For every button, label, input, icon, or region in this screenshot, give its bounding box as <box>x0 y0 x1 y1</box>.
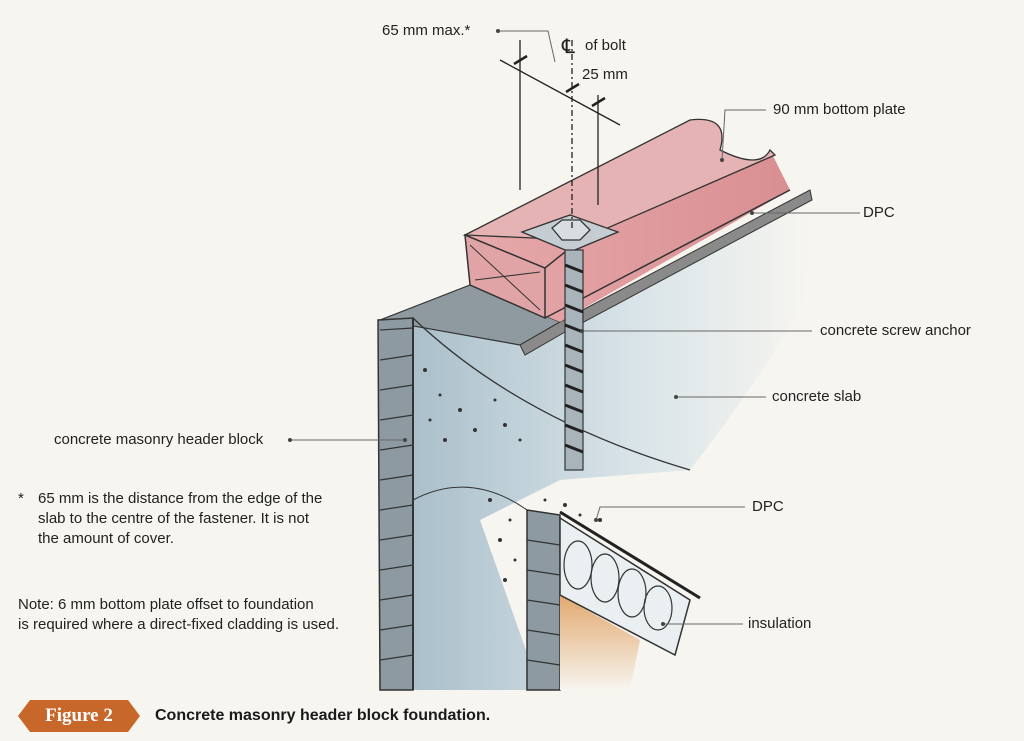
footnote: * 65 mm is the distance from the edge of… <box>18 489 358 549</box>
dpc-lower <box>559 510 701 600</box>
aggregate-speckles <box>423 368 602 582</box>
label-of-bolt: of bolt <box>585 37 626 54</box>
insulation-layer <box>559 516 691 657</box>
label-offset: 25 mm <box>582 66 628 83</box>
inner-masonry-block <box>526 509 561 691</box>
label-slab: concrete slab <box>772 388 862 405</box>
footnote-line-3: the amount of cover. <box>38 530 174 547</box>
ground-fill <box>560 595 640 690</box>
dimension-lines <box>499 40 621 230</box>
label-insulation: insulation <box>748 615 812 632</box>
centreline-symbol: ℄ <box>562 36 575 58</box>
label-header-block: concrete masonry header block <box>54 431 264 448</box>
plate-offset-note: Note: 6 mm bottom plate offset to founda… <box>18 595 378 635</box>
note-line-1: Note: 6 mm bottom plate offset to founda… <box>18 596 314 613</box>
bottom-plate <box>462 118 791 322</box>
label-dpc-bottom: DPC <box>752 498 784 515</box>
label-screw-anchor: concrete screw anchor <box>820 322 971 339</box>
label-max-distance: 65 mm max.* <box>382 22 471 39</box>
label-dpc-top: DPC <box>863 204 895 221</box>
screw-anchor <box>564 249 584 471</box>
slab-edge-line <box>412 317 691 471</box>
bolt-head <box>520 214 620 253</box>
figure-badge: Figure 2 <box>18 700 140 732</box>
footnote-line-2: slab to the centre of the fastener. It i… <box>38 510 309 527</box>
masonry-header-block <box>377 317 414 691</box>
label-bottom-plate: 90 mm bottom plate <box>773 101 906 118</box>
footnote-marker: * <box>18 490 24 507</box>
leader-lines <box>290 30 860 625</box>
note-line-2: is required where a direct-fixed claddin… <box>18 616 339 633</box>
footnote-line-1: 65 mm is the distance from the edge of t… <box>38 490 323 507</box>
figure-caption: Concrete masonry header block foundation… <box>155 707 491 724</box>
concrete-slab <box>410 190 810 690</box>
